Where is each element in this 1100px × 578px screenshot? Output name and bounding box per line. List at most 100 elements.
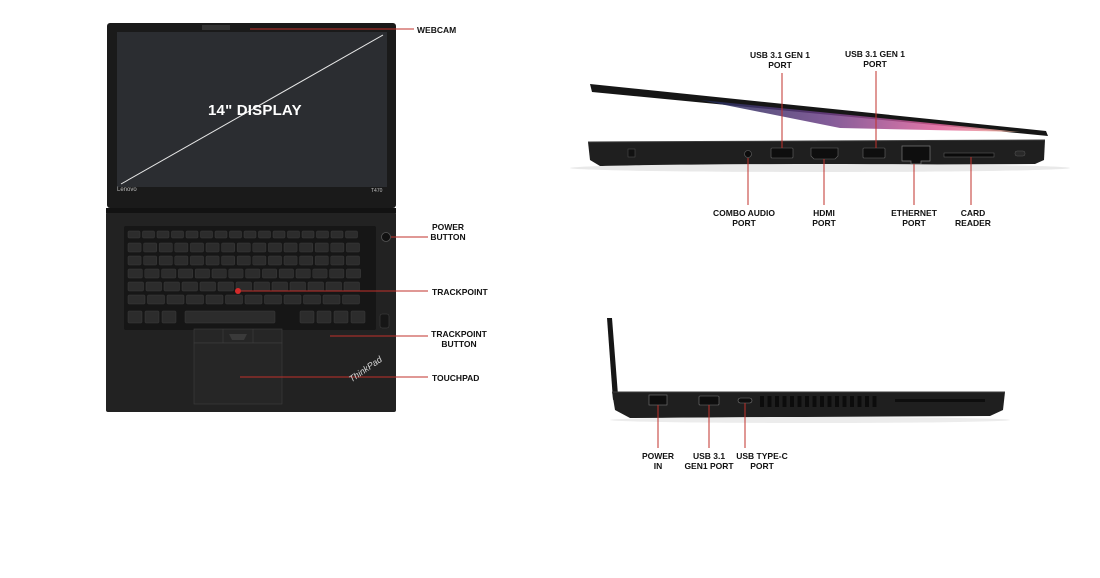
key [144, 268, 160, 279]
trackpoint[interactable] [235, 288, 241, 294]
key [127, 294, 146, 305]
spacebar [184, 310, 276, 324]
key-grid [127, 230, 366, 324]
key [295, 268, 311, 279]
key [343, 281, 360, 292]
fingerprint-reader [379, 313, 390, 329]
vent-grille [760, 396, 877, 407]
key [350, 310, 366, 324]
vent-slat [782, 396, 787, 407]
trackpoint-label: TRACKPOINT [432, 287, 488, 297]
key [345, 230, 358, 239]
key [127, 310, 143, 324]
key [346, 268, 361, 279]
key [330, 230, 344, 239]
key [205, 242, 220, 253]
key [252, 255, 267, 266]
key [205, 294, 224, 305]
key [221, 255, 235, 266]
hdmi-port [810, 147, 839, 160]
key [303, 294, 321, 305]
key [127, 255, 142, 266]
vent-slat [797, 396, 802, 407]
vent-slat [865, 396, 869, 407]
vent-slat [842, 396, 847, 407]
usb-left-port [698, 395, 720, 406]
key [262, 268, 277, 279]
key [330, 242, 345, 253]
touchpad[interactable] [193, 342, 283, 405]
key [299, 255, 313, 266]
key [205, 255, 220, 266]
key [287, 230, 300, 239]
key [127, 230, 141, 239]
key [346, 242, 360, 253]
hinge [106, 208, 396, 213]
key [166, 294, 185, 305]
key [283, 242, 298, 253]
vent-slat [775, 396, 779, 407]
key [329, 268, 345, 279]
key [190, 255, 204, 266]
vent-slat [835, 396, 839, 407]
usb-typec-port [737, 397, 753, 404]
key [243, 230, 257, 239]
key [221, 242, 235, 253]
key [174, 242, 189, 253]
key [178, 268, 193, 279]
vent-slat [857, 396, 862, 407]
key [144, 310, 160, 324]
key [314, 255, 329, 266]
vent-slat [805, 396, 809, 407]
key [333, 310, 349, 324]
power-button[interactable] [381, 232, 391, 242]
key [307, 281, 324, 292]
key [211, 268, 227, 279]
key [171, 230, 184, 239]
key [342, 294, 360, 305]
ethernet-port [901, 145, 931, 165]
key [156, 230, 170, 239]
left-lid [607, 318, 618, 400]
key [127, 268, 143, 279]
webcam-bar [202, 25, 230, 30]
key [236, 255, 251, 266]
key [199, 281, 216, 292]
key [301, 230, 315, 239]
status-led [1014, 150, 1026, 157]
combo-audio-port [744, 150, 752, 158]
key [186, 294, 204, 305]
key [283, 255, 298, 266]
key [181, 281, 198, 292]
key [163, 281, 180, 292]
vent-slat [812, 396, 817, 407]
key [245, 268, 261, 279]
display-label: 14" DISPLAY [208, 102, 302, 119]
key [127, 242, 142, 253]
key [299, 242, 313, 253]
key [217, 281, 234, 292]
key [158, 242, 173, 253]
key [283, 294, 302, 305]
key [316, 310, 332, 324]
key [252, 242, 267, 253]
key [142, 230, 155, 239]
key [244, 294, 263, 305]
left-side-slot [895, 399, 985, 402]
key [174, 255, 189, 266]
vent-slat [790, 396, 794, 407]
key [185, 230, 199, 239]
key [143, 255, 157, 266]
right-lid-wallpaper [700, 100, 1020, 132]
vent-slat [850, 396, 854, 407]
key [228, 268, 244, 279]
usb-port-2 [862, 147, 886, 159]
usb-port-1 [770, 147, 794, 159]
laptop-top-view [106, 23, 396, 412]
